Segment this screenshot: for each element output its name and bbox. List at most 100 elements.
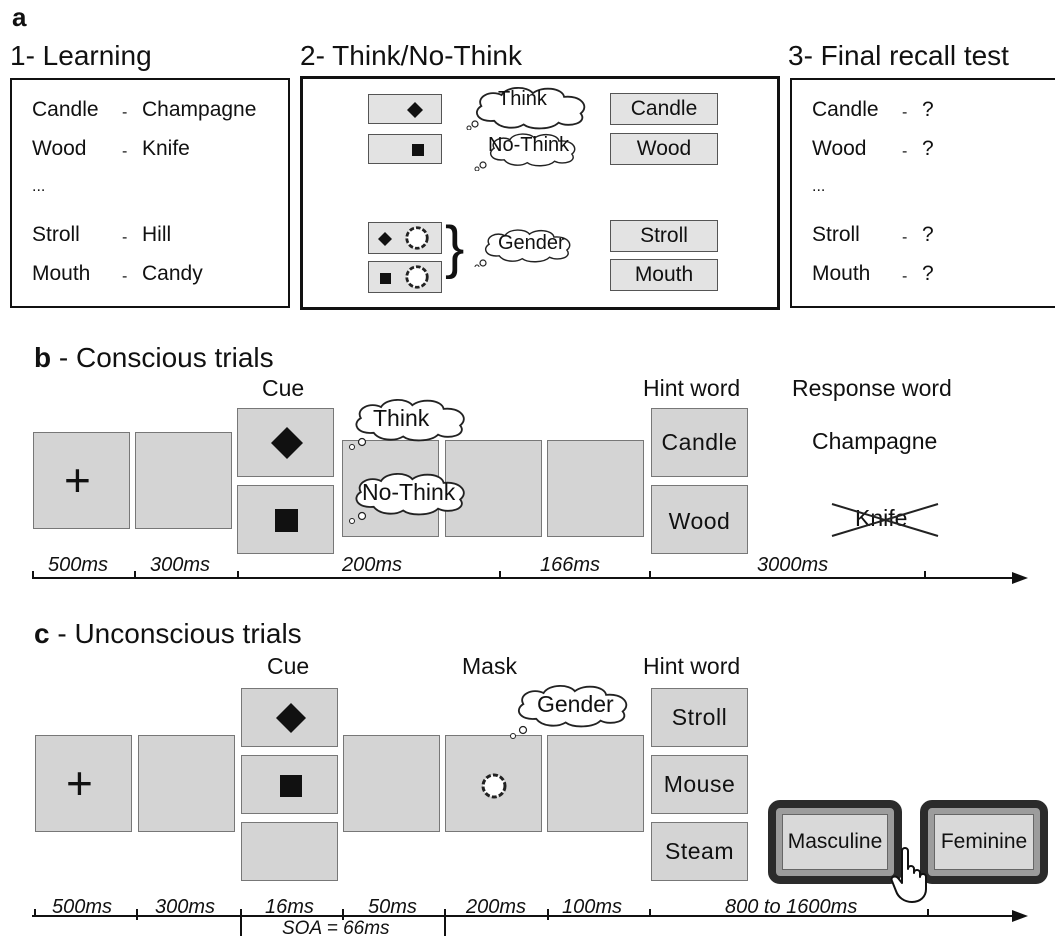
diamond-icon (378, 232, 392, 246)
tnt-cue-mask-diamond-box (368, 222, 442, 254)
learning-cue-1: Candle (32, 98, 99, 121)
recall-target-4: ? (922, 223, 934, 246)
gender-cloud-icon (474, 229, 571, 267)
panel-b-title: b - Conscious trials (34, 342, 274, 374)
recall-target-1: ? (922, 98, 934, 121)
panel-b-title-text: - Conscious trials (51, 342, 274, 373)
panel-c-label: c (34, 618, 50, 649)
octagon-ring-icon (403, 263, 431, 291)
square-icon (280, 775, 302, 797)
recall-dash-1: - (902, 104, 908, 121)
c-hint-frame-1: Stroll (651, 688, 748, 747)
octagon-ring-icon (403, 224, 431, 252)
tnt-word-3: Stroll (610, 220, 718, 252)
c-time-4: 50ms (368, 896, 417, 918)
b-time-1: 500ms (48, 554, 109, 576)
c-time-2: 300ms (155, 896, 216, 918)
c-time-1: 500ms (52, 896, 113, 918)
learning-title: 1- Learning (10, 40, 152, 71)
recall-cue-4: Stroll (812, 223, 860, 246)
recall-dash-4: - (902, 229, 908, 246)
brace-icon: } (445, 215, 465, 280)
recall-target-5: ? (922, 262, 934, 285)
diamond-icon (271, 427, 303, 459)
square-icon (380, 273, 391, 284)
c-cue-blank-frame (241, 822, 338, 881)
learning-panel: Candle - Champagne Wood - Knife ... Stro… (10, 78, 290, 308)
b-cue-nothink-frame (237, 485, 334, 554)
c-cue-diamond-frame (241, 688, 338, 747)
c-hint-word-2: Mouse (663, 771, 736, 797)
b-time-4: 166ms (540, 554, 601, 576)
b-hint-label: Hint word (643, 375, 741, 401)
tnt-think-label: Think (498, 88, 547, 110)
c-blank-frame-3 (547, 735, 644, 832)
recall-cue-5: Mouth (812, 262, 871, 285)
b-timeline-arrow (32, 571, 1028, 584)
b-response-label: Response word (792, 375, 952, 401)
square-icon (412, 144, 424, 156)
think-nothink-title: 2- Think/No-Think (300, 40, 523, 71)
fixation-cross-icon: + (64, 454, 91, 506)
think-nothink-panel: } Think No-Think Gender Candle Wood Stro… (300, 76, 780, 310)
c-mask-frame (445, 735, 542, 832)
b-cue-label: Cue (262, 375, 305, 401)
b-blank-frame-4 (547, 440, 644, 537)
b-time-5: 3000ms (757, 554, 829, 576)
learning-dash-2: - (122, 143, 128, 160)
b-time-3: 200ms (342, 554, 403, 576)
cross-out-icon (831, 503, 939, 537)
b-think-label: Think (373, 405, 430, 431)
nothink-cloud-icon (474, 133, 576, 171)
b-cue-think-frame (237, 408, 334, 477)
learning-dash-4: - (122, 229, 128, 246)
recall-target-2: ? (922, 137, 934, 160)
feminine-button-label: Feminine (934, 814, 1034, 870)
c-hint-frame-3: Steam (651, 822, 748, 881)
c-blank-frame (138, 735, 235, 832)
c-hint-word-3: Steam (665, 838, 734, 864)
b-blank-frame (135, 432, 232, 529)
think-cloud-icon (466, 86, 586, 130)
fixation-cross-icon: + (66, 757, 93, 809)
learning-target-2: Knife (142, 137, 190, 160)
c-soa-label: SOA = 66ms (282, 918, 390, 939)
b-fixation-frame: + (33, 432, 130, 529)
recall-dash-5: - (902, 268, 908, 285)
b-response-word: Champagne (812, 428, 938, 454)
learning-ellipsis: ... (32, 178, 46, 195)
learning-dash-1: - (122, 104, 128, 121)
c-hint-label: Hint word (643, 653, 741, 679)
c-hint-frame-2: Mouse (651, 755, 748, 814)
recall-dash-2: - (902, 143, 908, 160)
c-cue-label: Cue (267, 653, 310, 679)
b-hint-word-1: Candle (661, 429, 738, 455)
recall-ellipsis: ... (812, 178, 826, 195)
learning-cue-2: Wood (32, 137, 87, 160)
b-time-2: 300ms (150, 554, 211, 576)
learning-target-4: Hill (142, 223, 172, 246)
c-hint-word-1: Stroll (671, 704, 728, 730)
tnt-cue-mask-square-box (368, 261, 442, 293)
recall-panel: Candle - ? Wood - ? ... Stroll - ? Mouth… (790, 78, 1055, 308)
c-timeline-arrow (32, 909, 1028, 936)
c-cue-square-frame (241, 755, 338, 814)
feminine-button[interactable]: Feminine (920, 800, 1048, 884)
b-hint-frame-2: Wood (651, 485, 748, 554)
b-hint-word-2: Wood (668, 508, 731, 534)
recall-cue-1: Candle (812, 98, 879, 121)
learning-target-1: Champagne (142, 98, 257, 121)
recall-cue-2: Wood (812, 137, 867, 160)
learning-dash-5: - (122, 268, 128, 285)
c-time-6: 100ms (562, 896, 623, 918)
square-icon (275, 509, 298, 532)
tnt-word-1: Candle (610, 93, 718, 125)
masculine-button[interactable]: Masculine (768, 800, 902, 884)
tnt-nothink-label: No-Think (488, 134, 570, 156)
c-gender-cloud-icon (510, 684, 628, 739)
masculine-button-label: Masculine (782, 814, 888, 870)
tnt-word-4: Mouth (610, 259, 718, 291)
c-fixation-frame: + (35, 735, 132, 832)
b-nothink-label: No-Think (362, 479, 456, 505)
hand-pointer-icon (890, 847, 927, 903)
